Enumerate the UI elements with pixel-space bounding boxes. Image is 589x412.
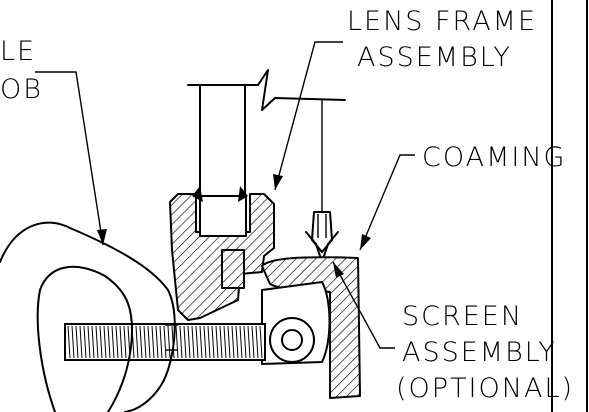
- coaming-label: COAMING: [422, 142, 566, 173]
- bolt-thread-line: [115, 325, 119, 359]
- screen-label-line1: SCREEN: [402, 301, 523, 332]
- bolt-thread-line: [179, 325, 183, 359]
- bolt-thread-line: [243, 325, 247, 359]
- bolt-thread-line: [175, 325, 179, 359]
- lens-frame-label-line2: ASSEMBLY: [357, 42, 512, 73]
- bolt-thread-line: [147, 325, 151, 359]
- bolt-thread-line: [235, 325, 239, 359]
- bolt-thread-line: [151, 325, 155, 359]
- bolt-thread-line: [199, 325, 203, 359]
- bolt-thread-line: [135, 325, 139, 359]
- bolt-thread-line: [227, 325, 231, 359]
- bolt-thread-line: [123, 325, 127, 359]
- knob-label-line1: LE: [0, 36, 36, 67]
- bolt-thread-line: [87, 325, 91, 359]
- screen-label-line2: ASSEMBLY: [402, 337, 557, 368]
- bolt-thread-line: [79, 325, 83, 359]
- bolt-thread-line: [191, 325, 195, 359]
- bolt-thread-line: [239, 325, 243, 359]
- bolt-thread-line: [251, 325, 255, 359]
- bolt-thread-line: [215, 325, 219, 359]
- bolt-thread-line: [71, 325, 75, 359]
- bolt-thread-line: [67, 325, 71, 359]
- bolt-thread-line: [255, 325, 259, 359]
- bolt-thread-line: [195, 325, 199, 359]
- bolt-thread-line: [103, 325, 107, 359]
- knob: [0, 221, 178, 412]
- bolt-thread-line: [163, 325, 167, 359]
- bolt-thread-line: [75, 325, 79, 359]
- bolt-thread-line: [143, 325, 147, 359]
- bolt-thread-line: [155, 325, 159, 359]
- drawing-border: [551, 0, 588, 412]
- bolt-thread-line: [231, 325, 235, 359]
- bolt-thread-line: [159, 325, 163, 359]
- bolt-thread-line: [183, 325, 187, 359]
- knob-label-line2: OB: [0, 74, 43, 105]
- bolt-thread-line: [247, 325, 251, 359]
- lens-frame-section: [169, 186, 275, 321]
- clamp-bracket: [261, 281, 331, 365]
- bolt-thread-line: [107, 325, 111, 359]
- bolt-thread-line: [111, 325, 115, 359]
- labels: LE OB LENS FRAME ASSEMBLY COAMING SCREEN…: [0, 6, 574, 404]
- bolt-thread-line: [91, 325, 95, 359]
- bolt-thread-line: [99, 325, 103, 359]
- bolt-thread-line: [259, 325, 263, 359]
- bolt-thread-line: [119, 325, 123, 359]
- bolt-thread-line: [207, 325, 211, 359]
- bolt-thread-line: [223, 325, 227, 359]
- bolt-thread-line: [83, 325, 87, 359]
- bolt-thread-line: [139, 325, 143, 359]
- screen-label-line3: (OPTIONAL): [396, 373, 574, 404]
- leader-lines: [35, 41, 415, 349]
- screen-assembly-clip: [305, 211, 339, 257]
- threaded-bolt: [64, 323, 266, 361]
- bolt-thread-line: [211, 325, 215, 359]
- bolt-thread-line: [167, 325, 171, 359]
- bolt-thread-line: [95, 325, 99, 359]
- bolt-thread-line: [187, 325, 191, 359]
- lens-frame-label-line1: LENS FRAME: [347, 6, 537, 37]
- bolt-thread-line: [219, 325, 223, 359]
- bolt-thread-line: [203, 325, 207, 359]
